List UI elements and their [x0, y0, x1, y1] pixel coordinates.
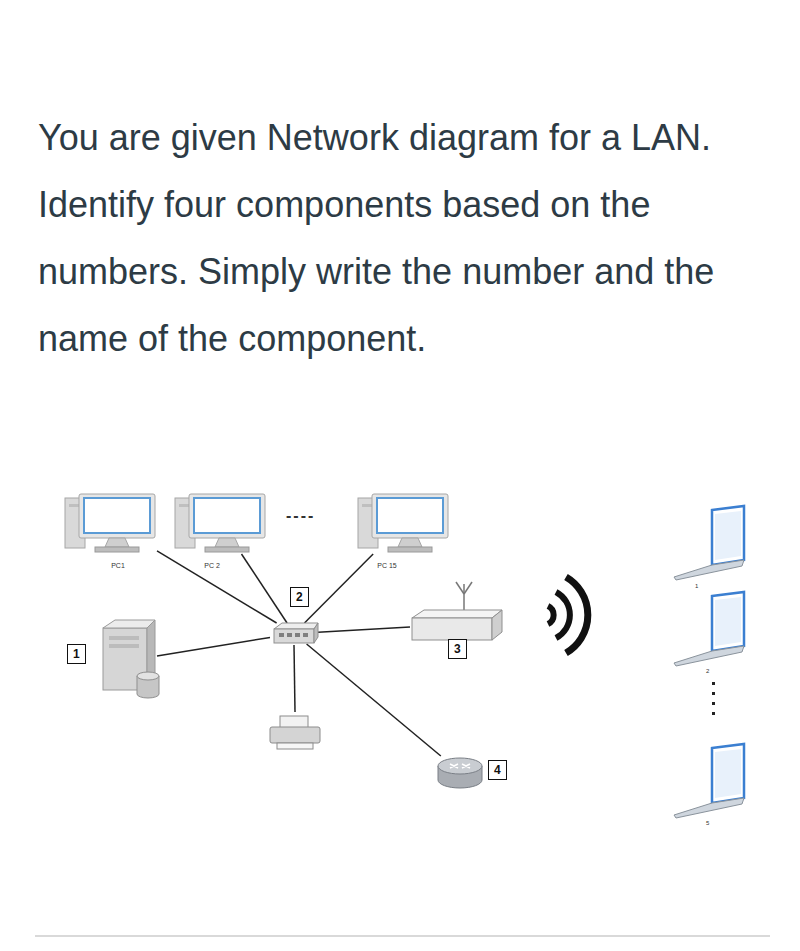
switch-icon: 2	[270, 623, 318, 644]
laptop-icon	[674, 744, 744, 818]
callout-number: 2	[290, 587, 309, 607]
network-cable	[241, 554, 287, 623]
callout-number: 4	[488, 760, 507, 780]
pc-icon	[175, 492, 267, 554]
printer-icon	[270, 716, 320, 749]
divider-line	[35, 935, 770, 937]
ellipsis-dots	[712, 682, 715, 715]
device-label: PC1	[111, 562, 125, 569]
pc-icon	[65, 492, 157, 554]
switch-icon	[270, 623, 318, 644]
wireless-symbol	[548, 577, 588, 653]
ellipsis-label: ----	[286, 507, 315, 525]
laptop-number: 1	[695, 583, 698, 589]
router-icon: 4	[436, 756, 484, 788]
network-cable	[307, 644, 441, 756]
server-icon	[95, 626, 157, 696]
network-cable	[318, 627, 410, 632]
network-cable	[304, 554, 373, 623]
callout-number: 3	[448, 639, 467, 659]
server-icon: 1	[95, 626, 157, 696]
network-cable	[157, 637, 270, 655]
callout-number: 1	[67, 644, 86, 664]
pc-icon: PC 15	[358, 492, 450, 554]
pc-icon	[358, 492, 450, 554]
laptop-icon	[674, 592, 744, 666]
router-icon	[436, 756, 484, 788]
access-point-icon	[410, 608, 502, 641]
device-label: PC 15	[377, 562, 396, 569]
network-cable	[294, 645, 295, 712]
device-label: PC 2	[204, 562, 220, 569]
network-cable	[157, 551, 277, 623]
access-point-icon: 3	[410, 608, 502, 641]
laptop-icon	[674, 506, 744, 580]
laptop-number: 2	[706, 668, 709, 674]
pc-icon: PC1	[65, 492, 157, 554]
question-text: You are given Network diagram for a LAN.…	[38, 104, 778, 372]
pc-icon: PC 2	[175, 492, 267, 554]
laptop-number: 5	[706, 820, 709, 826]
